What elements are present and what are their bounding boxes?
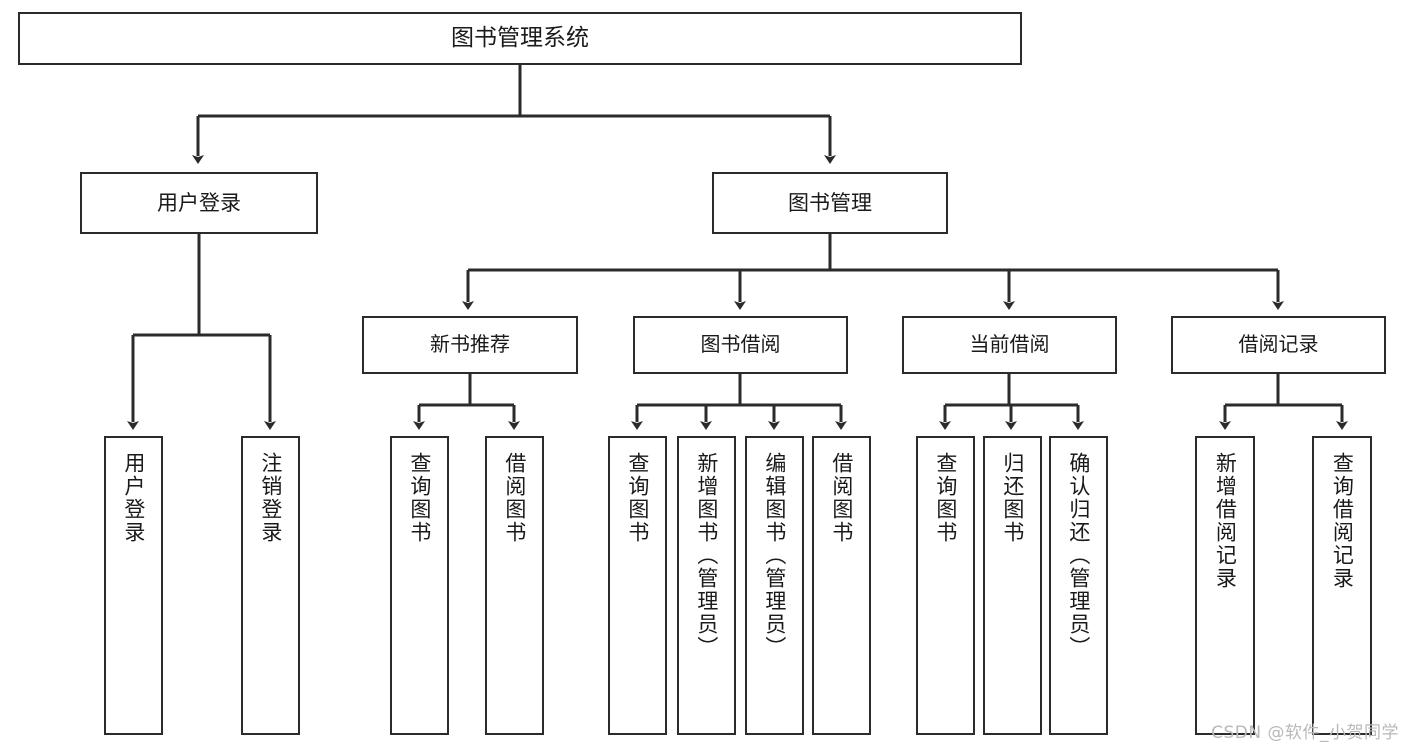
- node-root[interactable]: 图书管理系统: [18, 12, 1022, 65]
- leaf-book-borrow-borrow[interactable]: 借阅图书: [812, 436, 871, 735]
- leaf-book-borrow-query-label: 查询图书: [625, 452, 650, 544]
- leaf-user-login-signin-label: 用户登录: [121, 452, 146, 544]
- node-borrow-record[interactable]: 借阅记录: [1171, 316, 1386, 374]
- leaf-user-login-signout-label: 注销登录: [258, 452, 283, 544]
- node-user-login[interactable]: 用户登录: [80, 172, 318, 234]
- leaf-borrow-record-query-label: 查询借阅记录: [1330, 452, 1355, 590]
- leaf-new-book-borrow[interactable]: 借阅图书: [485, 436, 544, 735]
- node-book-management[interactable]: 图书管理: [712, 172, 948, 234]
- leaf-user-login-signin[interactable]: 用户登录: [104, 436, 163, 735]
- leaf-book-borrow-edit-label: 编辑图书（管理员）: [762, 452, 787, 659]
- leaf-book-borrow-borrow-label: 借阅图书: [829, 452, 854, 544]
- leaf-new-book-borrow-label: 借阅图书: [502, 452, 527, 544]
- node-current-borrow[interactable]: 当前借阅: [902, 316, 1117, 374]
- leaf-new-book-query[interactable]: 查询图书: [390, 436, 449, 735]
- leaf-book-borrow-edit[interactable]: 编辑图书（管理员）: [745, 436, 804, 735]
- leaf-current-borrow-confirm-return[interactable]: 确认归还（管理员）: [1049, 436, 1108, 735]
- leaf-current-borrow-return[interactable]: 归还图书: [983, 436, 1042, 735]
- leaf-book-borrow-query[interactable]: 查询图书: [608, 436, 667, 735]
- leaf-borrow-record-add[interactable]: 新增借阅记录: [1195, 436, 1255, 735]
- node-book-borrow-label: 图书借阅: [700, 332, 781, 357]
- node-user-login-label: 用户登录: [157, 190, 241, 215]
- leaf-user-login-signout[interactable]: 注销登录: [241, 436, 300, 735]
- node-current-borrow-label: 当前借阅: [969, 332, 1050, 357]
- leaf-book-borrow-add-label: 新增图书（管理员）: [694, 452, 719, 659]
- leaf-current-borrow-query-label: 查询图书: [933, 452, 958, 544]
- node-borrow-record-label: 借阅记录: [1238, 332, 1319, 357]
- leaf-current-borrow-return-label: 归还图书: [1000, 452, 1025, 544]
- node-new-book-recommend[interactable]: 新书推荐: [362, 316, 578, 374]
- leaf-borrow-record-query[interactable]: 查询借阅记录: [1312, 436, 1372, 735]
- node-book-borrow[interactable]: 图书借阅: [633, 316, 848, 374]
- leaf-book-borrow-add[interactable]: 新增图书（管理员）: [677, 436, 736, 735]
- node-new-book-recommend-label: 新书推荐: [430, 332, 510, 357]
- leaf-borrow-record-add-label: 新增借阅记录: [1213, 452, 1238, 590]
- leaf-new-book-query-label: 查询图书: [407, 452, 432, 544]
- csdn-watermark: CSDN @软件_小贺同学: [1211, 723, 1399, 743]
- leaf-current-borrow-confirm-return-label: 确认归还（管理员）: [1066, 452, 1091, 659]
- node-book-management-label: 图书管理: [788, 190, 872, 215]
- node-root-label: 图书管理系统: [451, 24, 589, 51]
- leaf-current-borrow-query[interactable]: 查询图书: [916, 436, 975, 735]
